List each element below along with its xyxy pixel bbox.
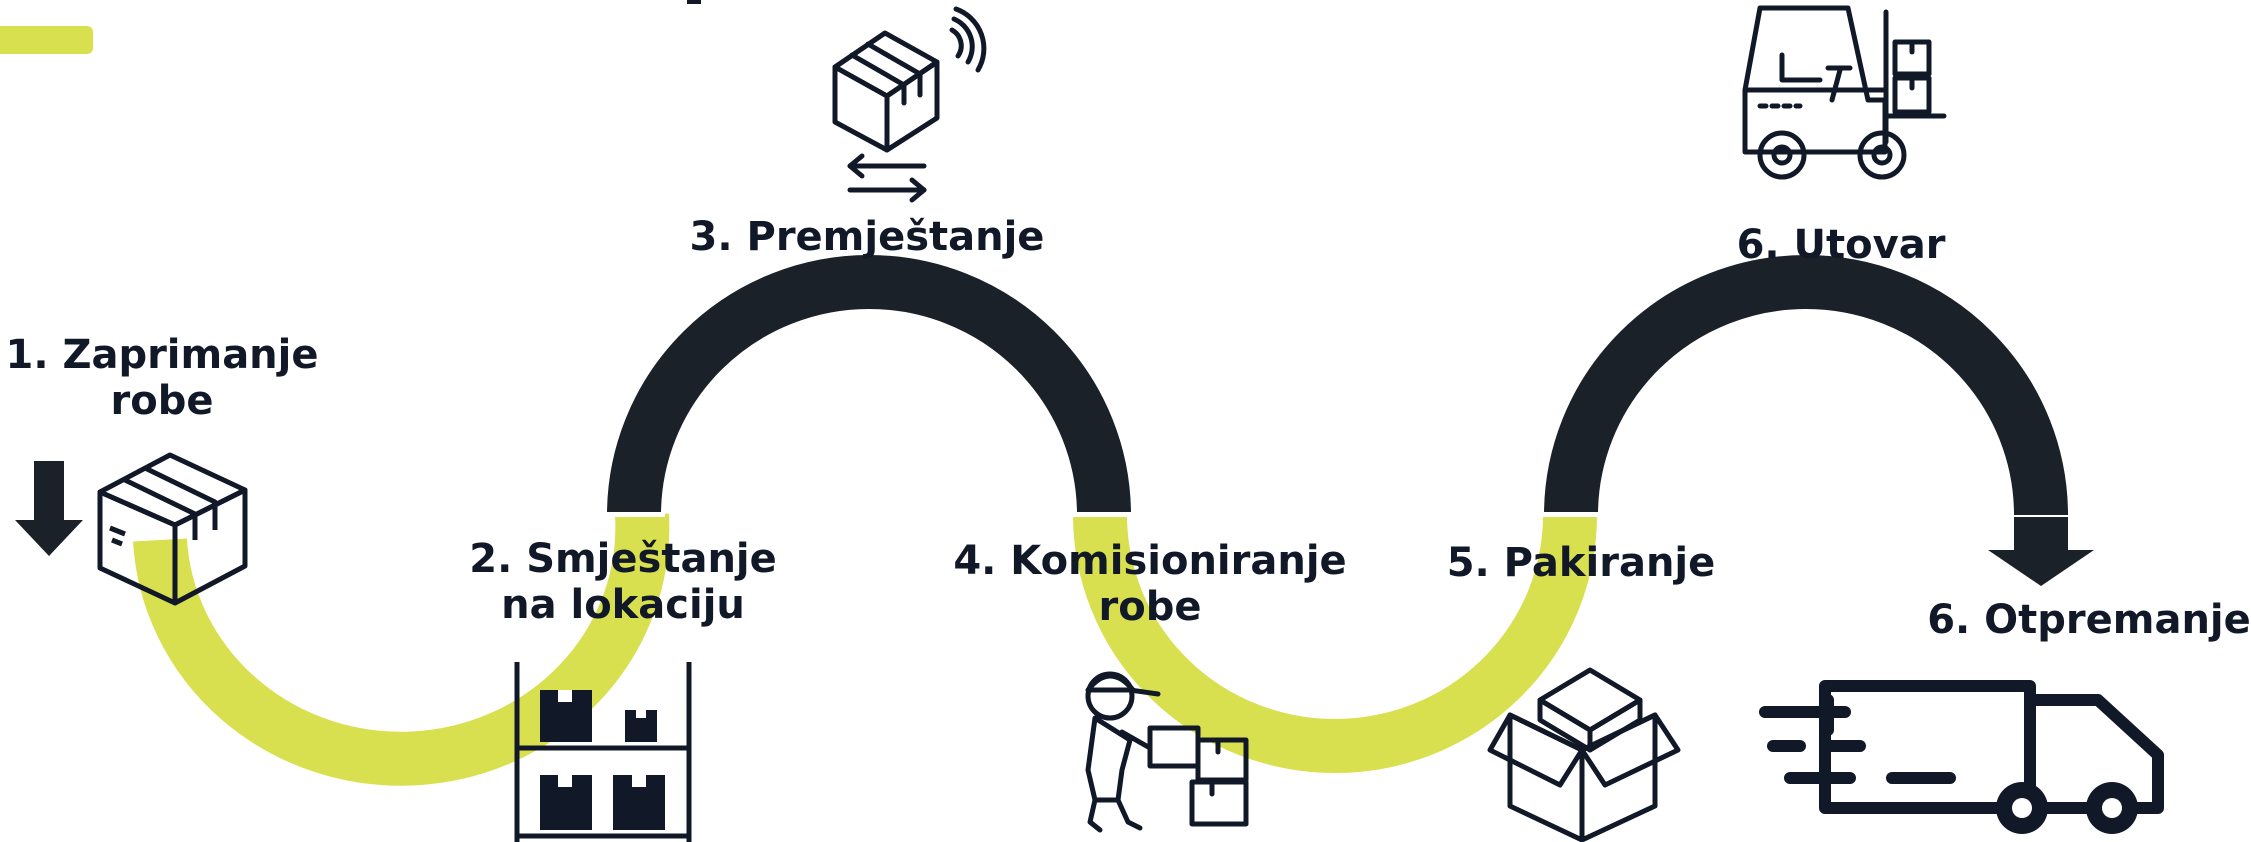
joint-gap-3 <box>1540 512 1600 517</box>
down-arrow-icon <box>15 461 83 556</box>
step-2-label: 2. Smještanje na lokaciju <box>469 536 777 628</box>
delivery-truck-icon <box>1759 680 2164 834</box>
corner-accent-tab <box>0 26 93 54</box>
joint-gap-2 <box>1073 512 1133 517</box>
step-2-label-line1: 2. Smještanje <box>469 536 777 582</box>
step-6b-label-line1: 6. Otpremanje <box>1927 597 2251 643</box>
step-5-label: 5. Pakiranje <box>1447 540 1716 586</box>
open-box-icon <box>1487 667 1681 842</box>
flow-segment-receive-to-store <box>133 513 670 786</box>
step-6a-label-line1: 6. Utovar <box>1736 222 1946 268</box>
step-5-label-line1: 5. Pakiranje <box>1446 540 1716 586</box>
step-6b-label: 6. Otpremanje <box>1927 597 2251 643</box>
forklift-icon <box>1742 5 1947 180</box>
step-4-label-line1: 4. Komisioniranje <box>953 538 1347 584</box>
step-2-label-line2: na lokaciju <box>501 582 745 628</box>
flow-arc-loading <box>1544 255 2068 516</box>
flow-segment-pick-to-pack <box>1073 514 1597 773</box>
step-6a-label: 6. Utovar <box>1737 222 1946 268</box>
step-4-label-line2: robe <box>1098 584 1202 630</box>
top-edge-mark <box>687 0 701 4</box>
flow-arc-relocation <box>607 255 1131 516</box>
step-1-label-line1: 1. Zaprimanje <box>5 332 319 378</box>
warehouse-shelf-icon <box>514 662 692 842</box>
flow-end-arrowhead <box>1988 517 2094 586</box>
picker-worker-icon <box>1085 671 1249 833</box>
joint-gap-1 <box>605 512 665 517</box>
box-transfer-icon <box>832 6 987 203</box>
step-4-label: 4. Komisioniranje robe <box>953 538 1346 630</box>
step-1-label: 1. Zaprimanje robe <box>5 332 318 424</box>
step-1-label-line2: robe <box>110 378 214 424</box>
box-received-icon <box>97 452 248 606</box>
step-3-label-line1: 3. Premještanje <box>689 214 1045 260</box>
step-3-label: 3. Premještanje <box>690 214 1045 260</box>
